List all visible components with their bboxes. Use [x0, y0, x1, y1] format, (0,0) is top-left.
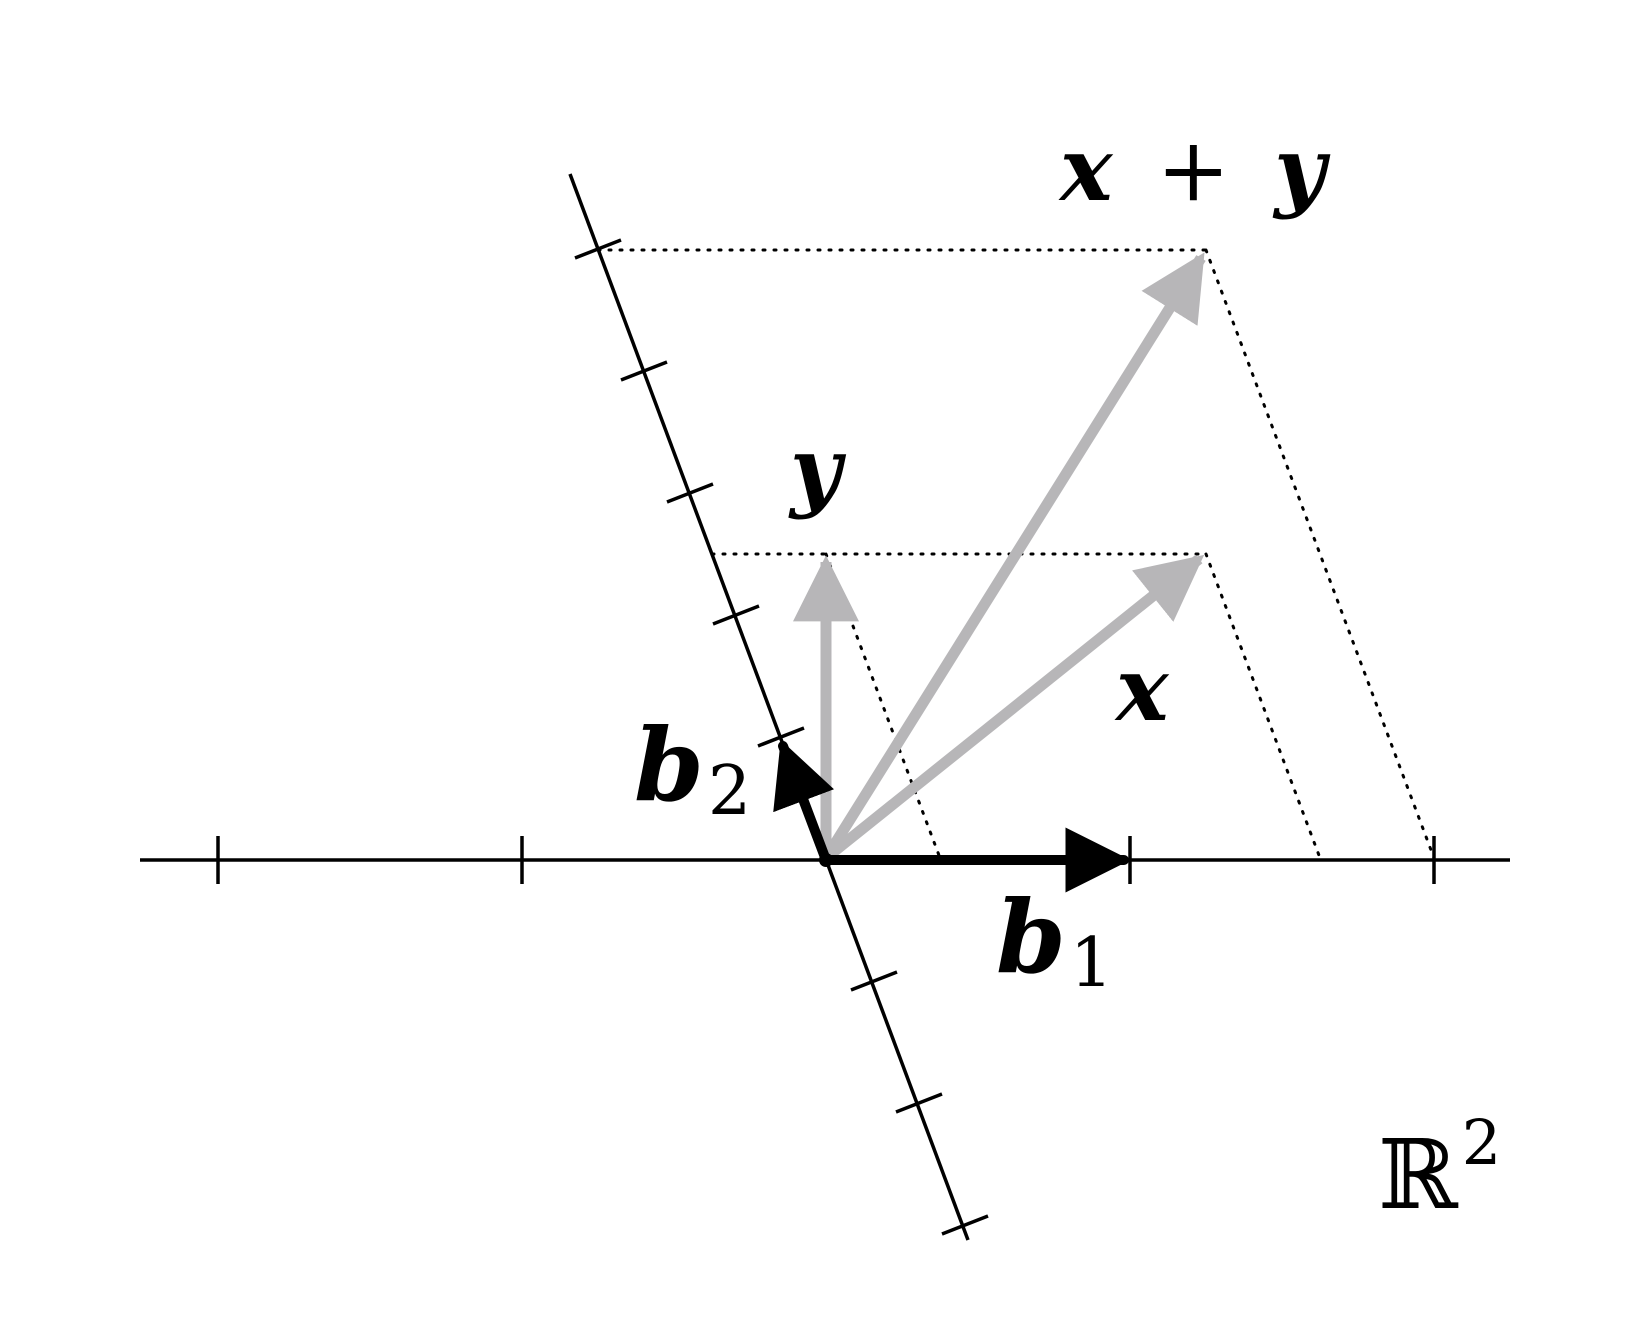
label-b1-base: b [996, 878, 1066, 996]
vector-x [822, 554, 1205, 863]
label-x-plus-y-x: x [1058, 117, 1114, 221]
origin-point [819, 853, 833, 867]
label-x-plus-y-plus: + [1156, 118, 1230, 221]
vector-x-plus-y [821, 252, 1206, 861]
label-b2-sub: 2 [708, 752, 751, 831]
proj-xy-slanted [1204, 248, 1436, 860]
s-tick [850, 970, 898, 992]
label-y: y [788, 417, 847, 521]
basis-vectors [773, 739, 1131, 893]
label-b2: b 2 [634, 706, 751, 831]
slanted-axis [568, 173, 970, 1241]
label-space: ℝ 2 [1378, 1106, 1501, 1231]
label-b1: b 1 [996, 878, 1113, 1003]
label-b1-sub: 1 [1070, 924, 1113, 1003]
s-tick [895, 1092, 943, 1114]
gray-vectors [793, 252, 1206, 863]
s-tick [757, 726, 805, 748]
proj-x-slanted [1204, 552, 1322, 860]
s-tick [620, 360, 668, 382]
label-space-sup: 2 [1462, 1106, 1501, 1179]
label-x: x [1114, 637, 1170, 741]
label-x-plus-y: x + y [1058, 117, 1331, 221]
label-b2-base: b [634, 706, 704, 824]
basis-b2 [773, 739, 835, 865]
s-tick [941, 1214, 989, 1236]
s-tick [666, 482, 714, 504]
label-space-base: ℝ [1378, 1119, 1459, 1231]
label-x-plus-y-y: y [1272, 117, 1331, 221]
s-tick [712, 604, 760, 626]
